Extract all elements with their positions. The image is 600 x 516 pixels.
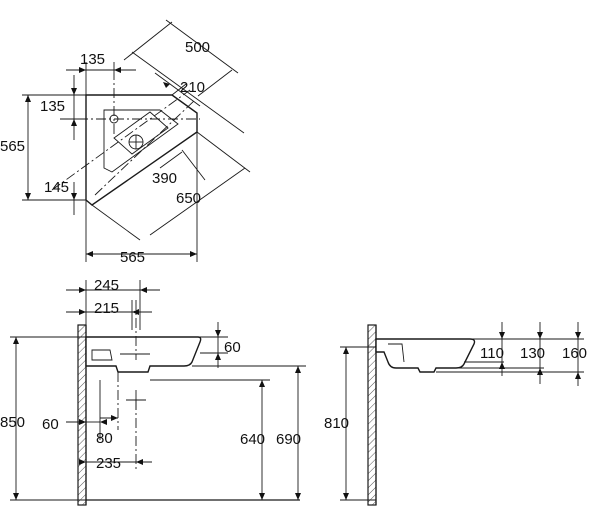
label-500: 500 [185,39,210,56]
label-160: 160 [562,345,587,362]
basin-side-detail [388,343,405,363]
basin-rim-detail [91,349,113,361]
dimension-60-right [200,322,228,368]
label-130: 130 [520,345,545,362]
dimension-640 [150,379,270,500]
dimension-145 [71,182,77,215]
side-view: 810 110 130 160 [324,322,587,506]
dimension-130 [537,322,543,384]
label-215: 215 [94,300,119,317]
dimension-210 [154,72,201,107]
dimension-135-left [22,75,86,140]
dimension-690 [192,365,306,500]
centerline [94,99,196,196]
label-690: 690 [276,431,301,448]
dimension-80 [100,372,119,430]
label-810: 810 [324,415,349,432]
label-60-right: 60 [224,339,241,356]
dimension-500 [123,19,245,134]
dimension-110 [499,322,505,376]
label-110: 110 [480,345,504,362]
dimension-810 [340,346,376,501]
dimension-850 [10,336,86,501]
label-60-left: 60 [42,416,59,433]
dimension-650 [91,131,251,241]
label-135-top: 135 [80,51,105,68]
label-235: 235 [96,455,121,472]
label-650: 650 [176,190,201,207]
wall [367,324,377,506]
label-145: 145 [44,179,69,196]
front-view: 245 215 60 850 60 [0,277,306,506]
bowl-recess [113,111,169,155]
label-565-left: 565 [0,138,25,155]
dimension-245-215 [66,280,160,360]
label-850: 850 [0,414,25,431]
dimension-565-left [22,95,86,201]
basin-front-profile [85,336,202,373]
dimension-390 [159,149,206,181]
drain-icon [128,134,144,150]
label-640: 640 [240,431,265,448]
label-390: 390 [152,170,177,187]
label-80: 80 [96,430,113,447]
dimension-160 [575,322,581,386]
wall [77,324,87,506]
label-245: 245 [94,277,119,294]
label-135-left: 135 [40,98,65,115]
dimension-235 [79,400,152,470]
label-565-bottom: 565 [120,249,145,266]
top-view: 135 500 210 135 [0,19,251,266]
centerline [51,89,191,191]
dimension-135-top [66,62,136,95]
dimension-60-left [66,380,107,440]
label-210: 210 [180,79,205,96]
dimension-565-bottom [85,132,198,262]
